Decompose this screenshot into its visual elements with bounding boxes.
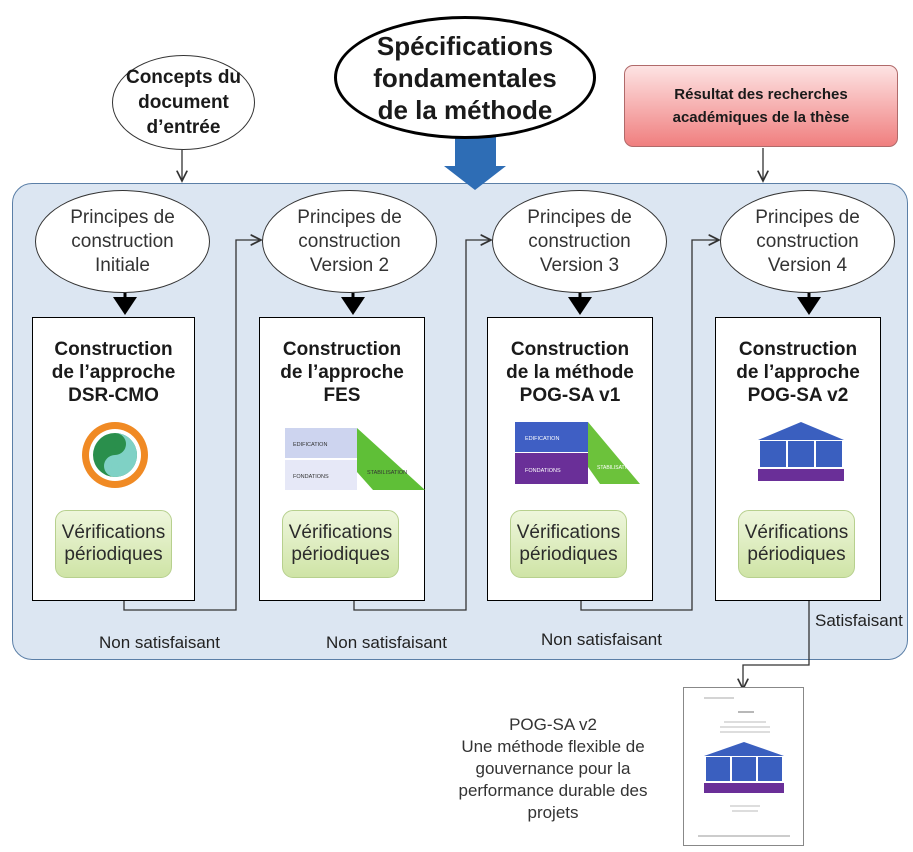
stage-fes-title: Construction de l’approche FES <box>280 339 404 406</box>
verification-box-3: Vérifications périodiques <box>510 510 627 578</box>
spec-big-arrow <box>444 137 506 190</box>
verification-box-2: Vérifications périodiques <box>282 510 399 578</box>
pog-sa-v1-thumbnail: EDIFICATION FONDATIONS STABILISATION <box>515 422 640 484</box>
verification-text-2: Vérifications périodiques <box>288 522 393 565</box>
yin-yang-logo <box>82 422 148 488</box>
stage-pog-sa-v1: Construction de la méthode POG-SA v1 EDI… <box>487 317 653 601</box>
stage-pog-sa-v1-title: Construction de la méthode POG-SA v1 <box>506 339 634 406</box>
stage-fes: Construction de l’approche FES EDIFICATI… <box>259 317 425 601</box>
non-satisfaisant-label-3: Non satisfaisant <box>541 630 662 649</box>
stage-pog-sa-v2-title: Construction de l’approche POG-SA v2 <box>736 339 860 406</box>
stage-dsr-cmo: Construction de l’approche DSR-CMO Vérif… <box>32 317 195 601</box>
non-satisfaisant-label-1: Non satisfaisant <box>99 633 220 652</box>
v1-fondations-label: FONDATIONS <box>525 468 561 474</box>
final-method-description: POG-SA v2 Une méthode flexible de gouver… <box>458 715 648 822</box>
principle-v2-ellipse: Principes de construction Version 2 <box>262 190 437 293</box>
principle-initial-text: Principes de construction Initiale <box>70 206 175 276</box>
research-text: Résultat des recherches académiques de l… <box>672 86 850 126</box>
non-satisfaisant-label-2: Non satisfaisant <box>326 633 447 652</box>
verification-text-4: Vérifications périodiques <box>744 522 849 565</box>
specifications-ellipse: Spécifications fondamentales de la métho… <box>334 16 596 139</box>
research-box: Résultat des recherches académiques de l… <box>624 65 898 147</box>
specifications-text: Spécifications fondamentales de la métho… <box>373 30 557 125</box>
document-page-icon <box>698 697 790 837</box>
stage-dsr-cmo-title: Construction de l’approche DSR-CMO <box>51 339 176 406</box>
fes-fondations-label: FONDATIONS <box>293 474 329 480</box>
stage-pog-sa-v2: Construction de l’approche POG-SA v2 Vér… <box>715 317 881 601</box>
verification-text-1: Vérifications périodiques <box>61 522 166 565</box>
principle-v3-ellipse: Principes de construction Version 3 <box>492 190 667 293</box>
fes-diagram-thumbnail: EDIFICATION FONDATIONS STABILISATION <box>285 428 425 490</box>
house-diagram-thumbnail <box>758 422 844 481</box>
verification-box-4: Vérifications périodiques <box>738 510 855 578</box>
verification-box-1: Vérifications périodiques <box>55 510 172 578</box>
final-document-thumbnail <box>683 687 804 846</box>
concepts-text: Concepts du document d’entrée <box>125 67 242 138</box>
principle-initial-ellipse: Principes de construction Initiale <box>35 190 210 293</box>
principle-v4-ellipse: Principes de construction Version 4 <box>720 190 895 293</box>
final-path <box>743 582 810 689</box>
fes-stabilisation-label: STABILISATION <box>367 470 407 476</box>
concepts-ellipse: Concepts du document d’entrée <box>112 55 255 150</box>
principle-v2-text: Principes de construction Version 2 <box>297 206 402 276</box>
v1-stabilisation-label: STABILISATION <box>597 465 634 471</box>
satisfaisant-label: Satisfaisant <box>815 611 903 630</box>
v1-edification-label: EDIFICATION <box>525 436 559 442</box>
verification-text-3: Vérifications périodiques <box>516 522 621 565</box>
fes-edification-label: EDIFICATION <box>293 442 327 448</box>
principle-v3-text: Principes de construction Version 3 <box>527 206 632 276</box>
principle-v4-text: Principes de construction Version 4 <box>755 206 860 276</box>
